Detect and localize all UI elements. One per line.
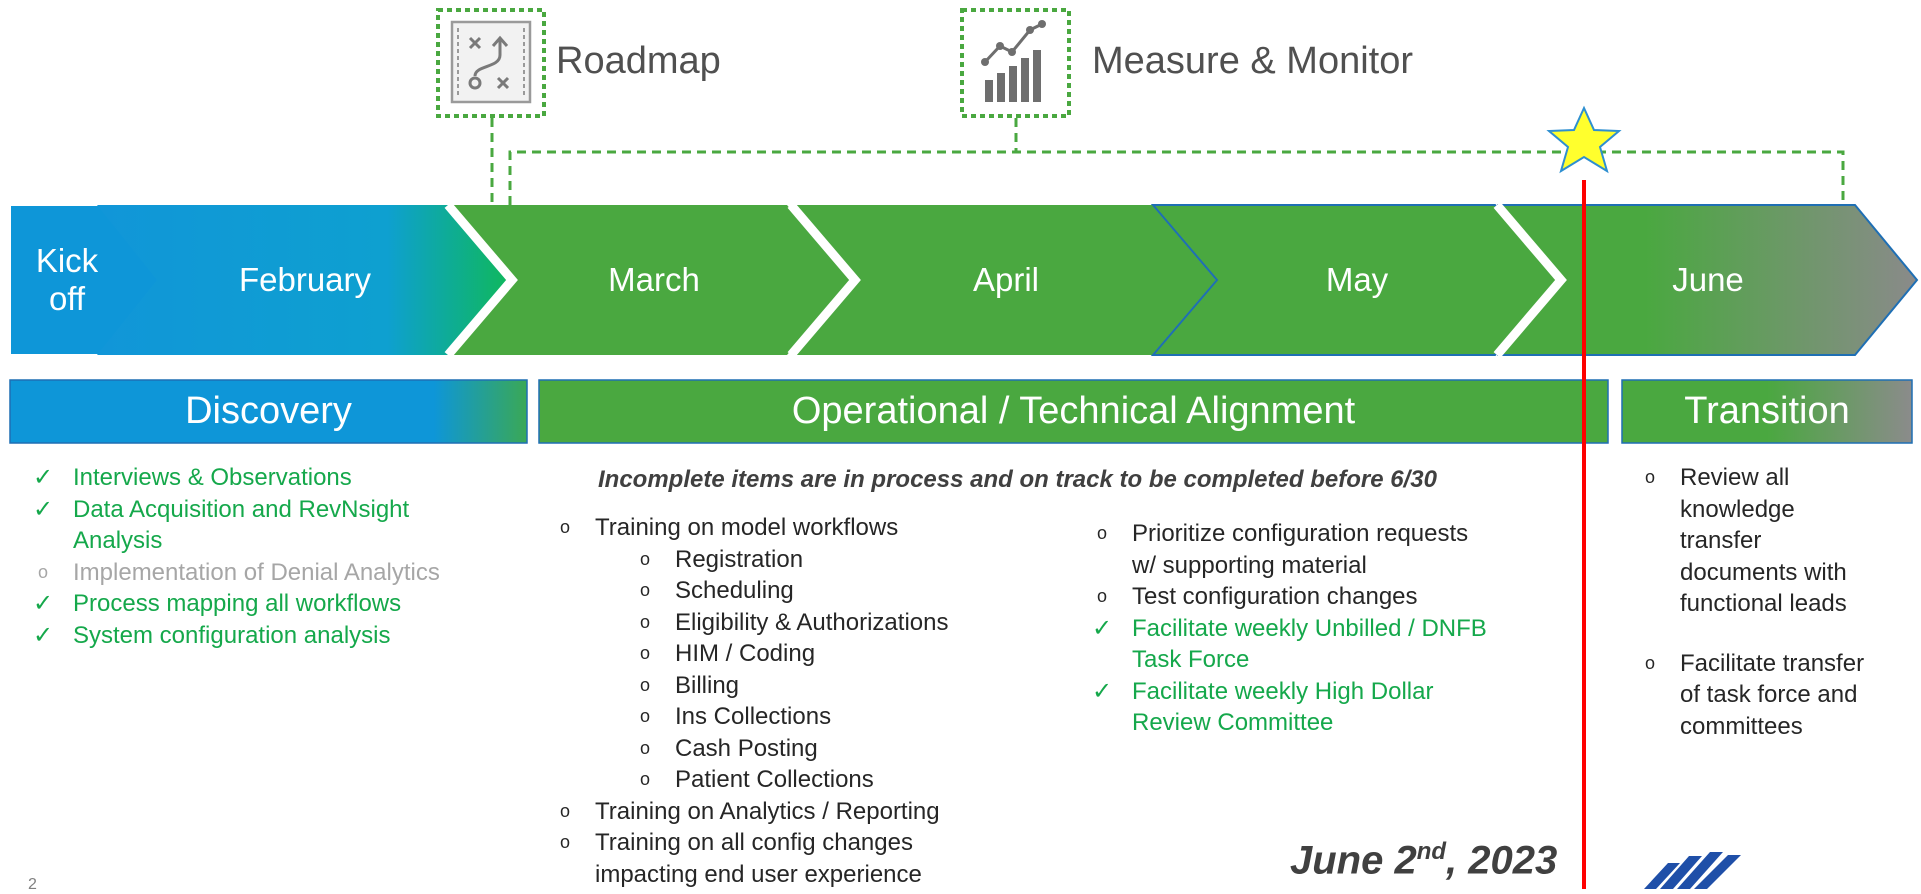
star-icon (1546, 105, 1622, 174)
circle-bullet-icon: o (559, 800, 570, 821)
list-item: ✓Data Acquisition and RevNsight (28, 494, 528, 526)
circle-bullet-icon: o (639, 611, 650, 632)
circle-bullet-icon: o (1096, 523, 1107, 543)
phase-bar-discovery (9, 379, 528, 444)
chevron-march (448, 205, 851, 355)
month-june: June (1672, 261, 1744, 298)
check-icon: ✓ (32, 464, 54, 491)
circle-bullet-icon: o (639, 643, 650, 663)
roadmap-icon (436, 8, 546, 118)
milestone-measure-label: Measure & Monitor (1092, 40, 1414, 82)
list-item: ✓Interviews & Observations (28, 462, 528, 494)
check-icon: ✓ (32, 495, 54, 523)
circle-bullet-icon: o (639, 769, 650, 789)
month-may: May (1325, 261, 1389, 298)
month-march: March (608, 261, 700, 298)
circle-bullet-icon: o (1096, 586, 1107, 606)
circle-bullet-icon: o (1644, 652, 1655, 673)
milestone-connector (490, 118, 1845, 205)
list-item: ✓Process mapping all workflows (28, 588, 528, 620)
list-item: Analysis (73, 527, 163, 554)
circle-bullet-icon: o (559, 832, 570, 852)
milestone-roadmap-label: Roadmap (556, 40, 721, 82)
check-icon: ✓ (1091, 614, 1113, 642)
check-icon: ✓ (1091, 677, 1113, 705)
status-date: June 2nd, 2023 (1290, 838, 1558, 883)
phase-alignment-label: Operational / Technical Alignment (791, 390, 1356, 432)
kickoff-label: Kick off (35, 242, 99, 317)
circle-bullet-icon: o (639, 737, 650, 758)
page-number: 2 (28, 876, 37, 893)
phase-transition-label: Transition (1684, 390, 1850, 432)
circle-bullet-icon: o (37, 561, 48, 582)
chevron-may (1150, 204, 1561, 356)
check-icon: ✓ (32, 621, 54, 649)
phase-bar-transition (1621, 379, 1913, 444)
company-logo (1644, 852, 1741, 889)
circle-bullet-icon: o (639, 706, 650, 726)
month-february: February (238, 261, 372, 298)
phase-discovery-label: Discovery (185, 390, 352, 432)
month-april: April (972, 261, 1040, 298)
phase-bar-alignment (538, 379, 1609, 444)
discovery-list: ✓Interviews & Observations ✓Data Acquisi… (28, 462, 528, 651)
bar-chart-trend-icon (960, 8, 1071, 118)
circle-bullet-icon: o (639, 674, 650, 695)
list-item: o Facilitate transfer of task force and … (1635, 648, 1915, 743)
circle-bullet-icon: o (639, 548, 650, 569)
chevron-april (796, 205, 1216, 355)
chevron-february (97, 205, 512, 355)
circle-bullet-icon: o (559, 517, 570, 537)
list-item: ✓System configuration analysis (28, 620, 528, 652)
circle-bullet-icon: o (639, 580, 650, 600)
alignment-note: Incomplete items are in process and on t… (598, 466, 1437, 493)
list-item: o Review all knowledge transfer document… (1635, 462, 1915, 620)
circle-bullet-icon: o (1644, 467, 1655, 487)
check-icon: ✓ (32, 590, 54, 617)
transition-list: o Review all knowledge transfer document… (1635, 462, 1915, 742)
